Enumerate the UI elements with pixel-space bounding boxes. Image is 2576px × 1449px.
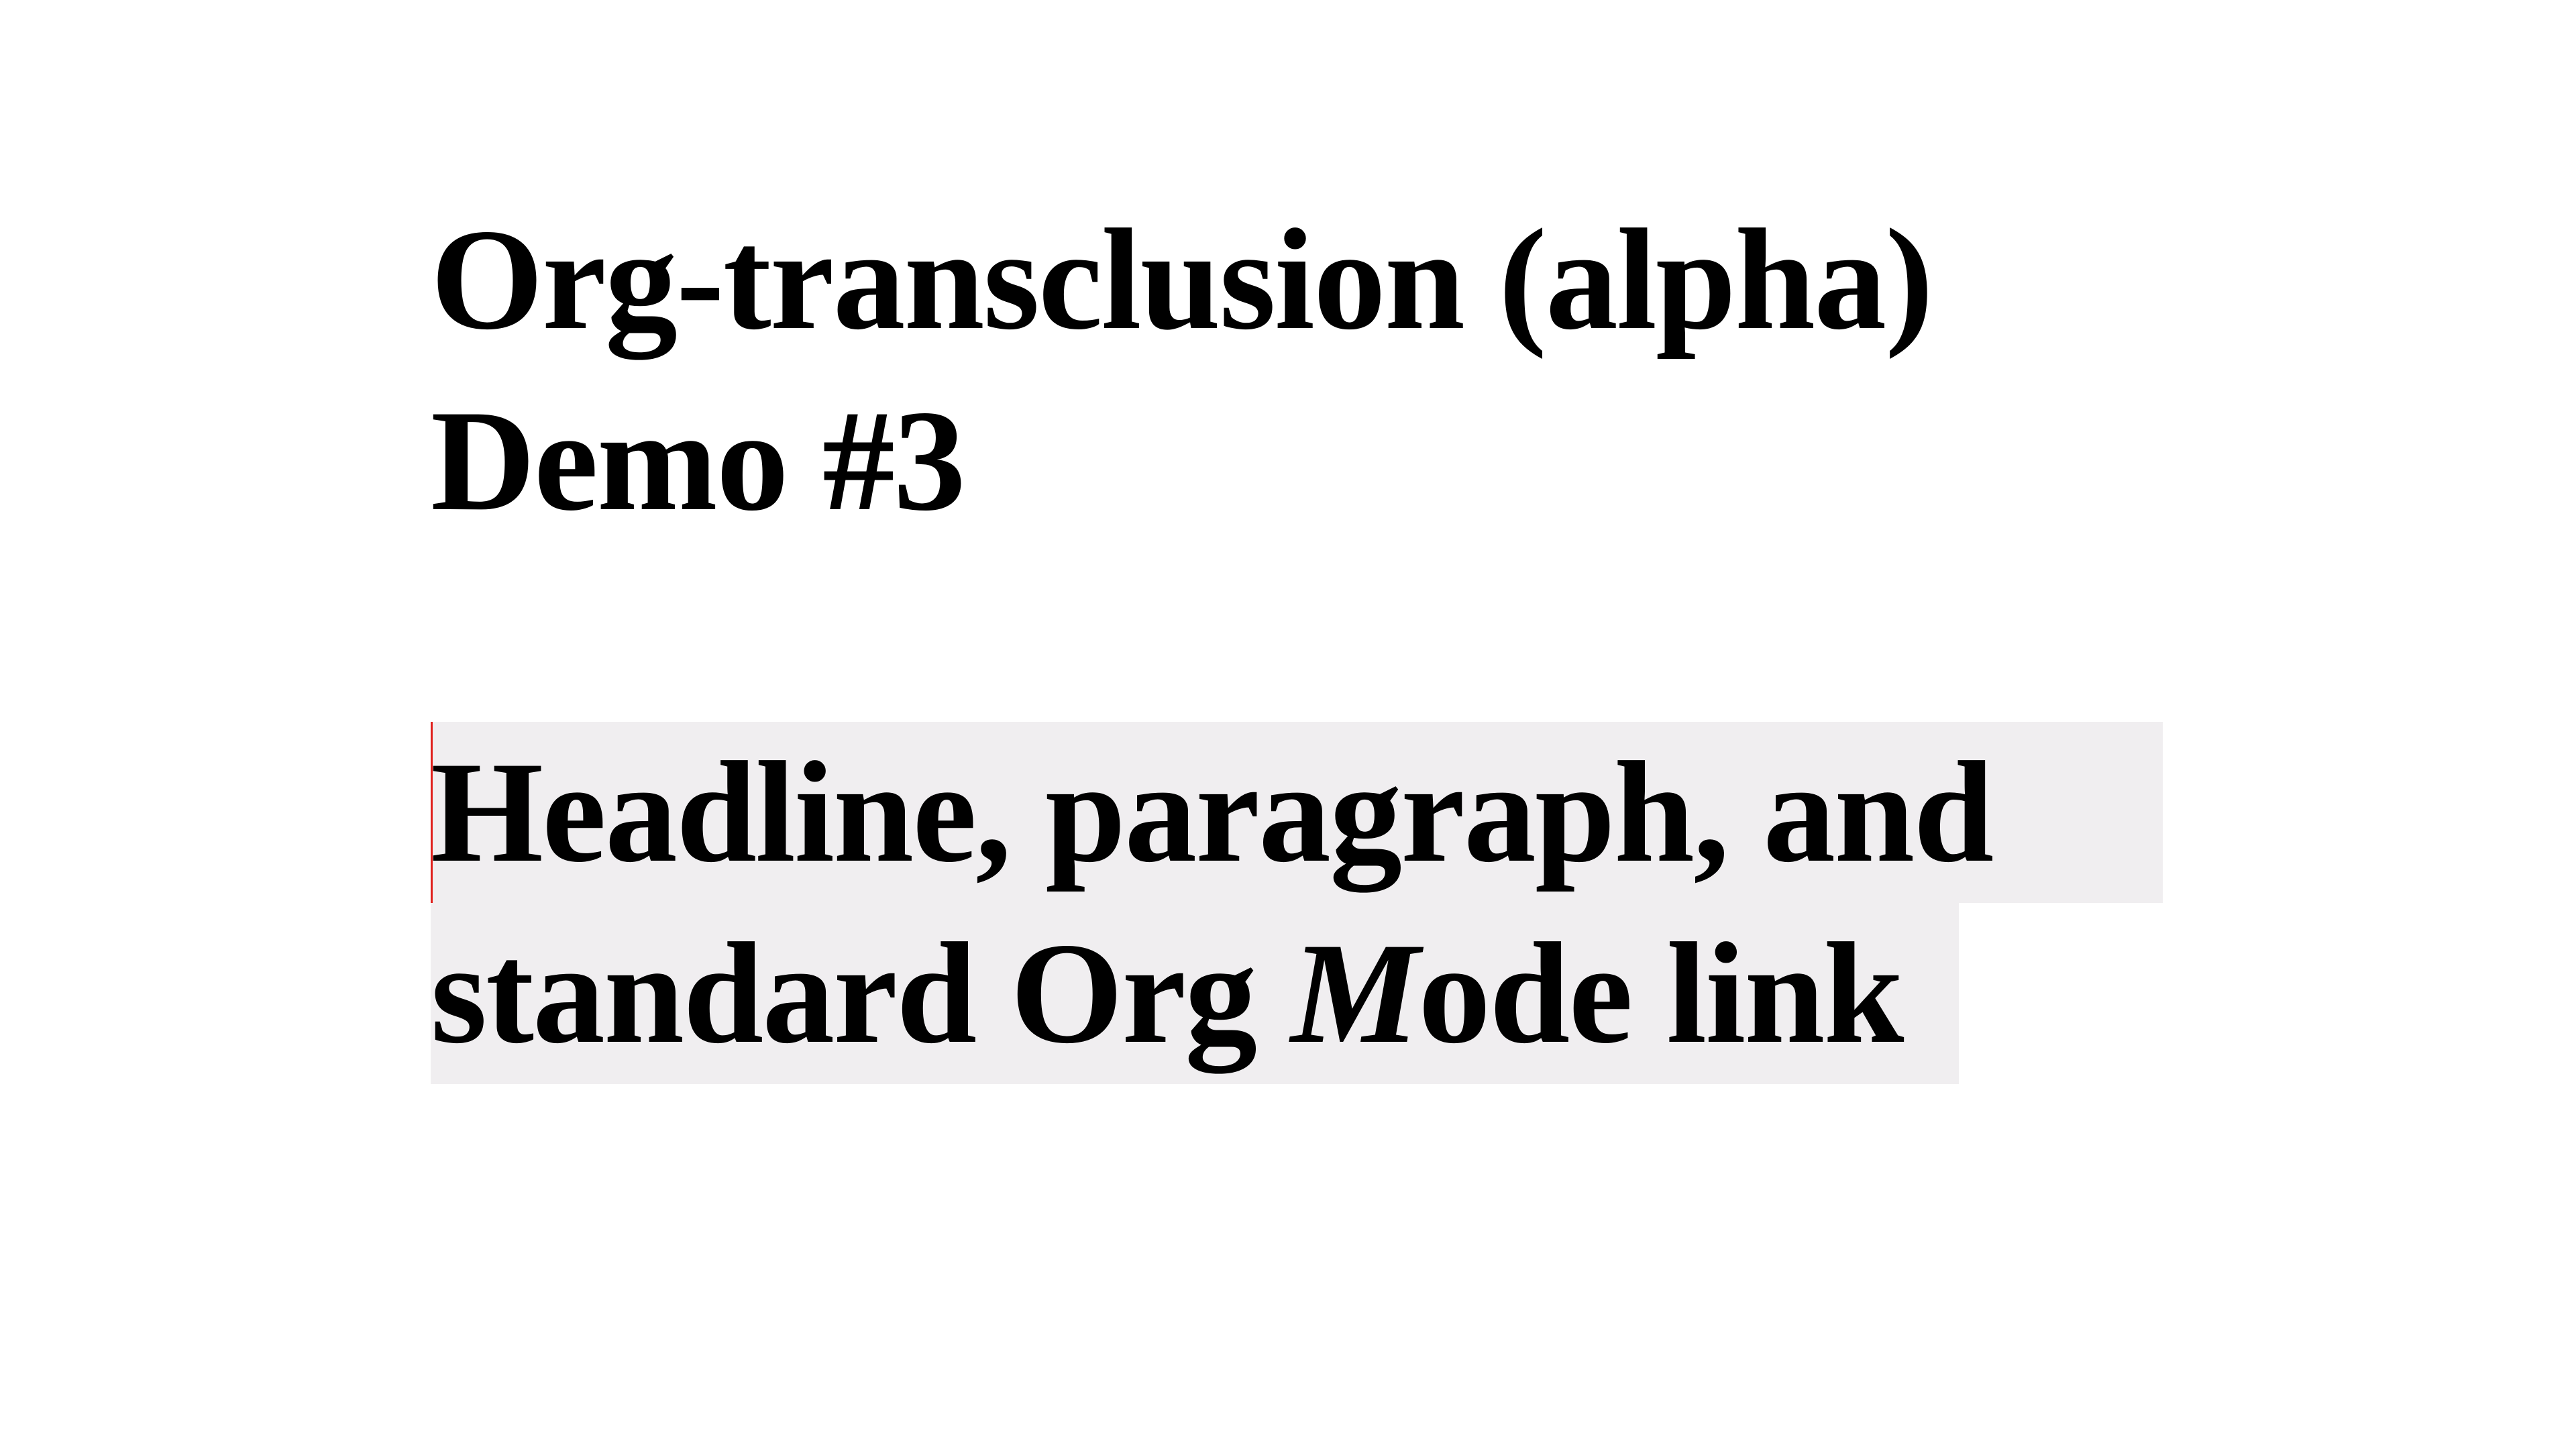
- headline-line-2-start: standard Org: [431, 913, 1291, 1073]
- document-title: Org-transclusion (alpha) Demo #3: [431, 189, 2376, 551]
- org-headline[interactable]: Headline, paragraph, and standard Org Mo…: [431, 722, 2242, 1084]
- headline-highlight-line-2: [431, 903, 1959, 1084]
- headline-line-2: standard Org Mode link: [431, 903, 1992, 1084]
- text-cursor: [431, 722, 433, 903]
- title-line-2: Demo #3: [431, 380, 966, 541]
- headline-text[interactable]: Headline, paragraph, and standard Org Mo…: [431, 722, 1994, 1084]
- headline-highlight-line-1: [431, 722, 2163, 903]
- headline-line-1: Headline, paragraph, and: [431, 732, 1994, 892]
- headline-line-2-end: ode link: [1418, 913, 1904, 1073]
- title-line-1: Org-transclusion (alpha): [431, 199, 1933, 360]
- headline-line-2-italic: M: [1291, 913, 1419, 1073]
